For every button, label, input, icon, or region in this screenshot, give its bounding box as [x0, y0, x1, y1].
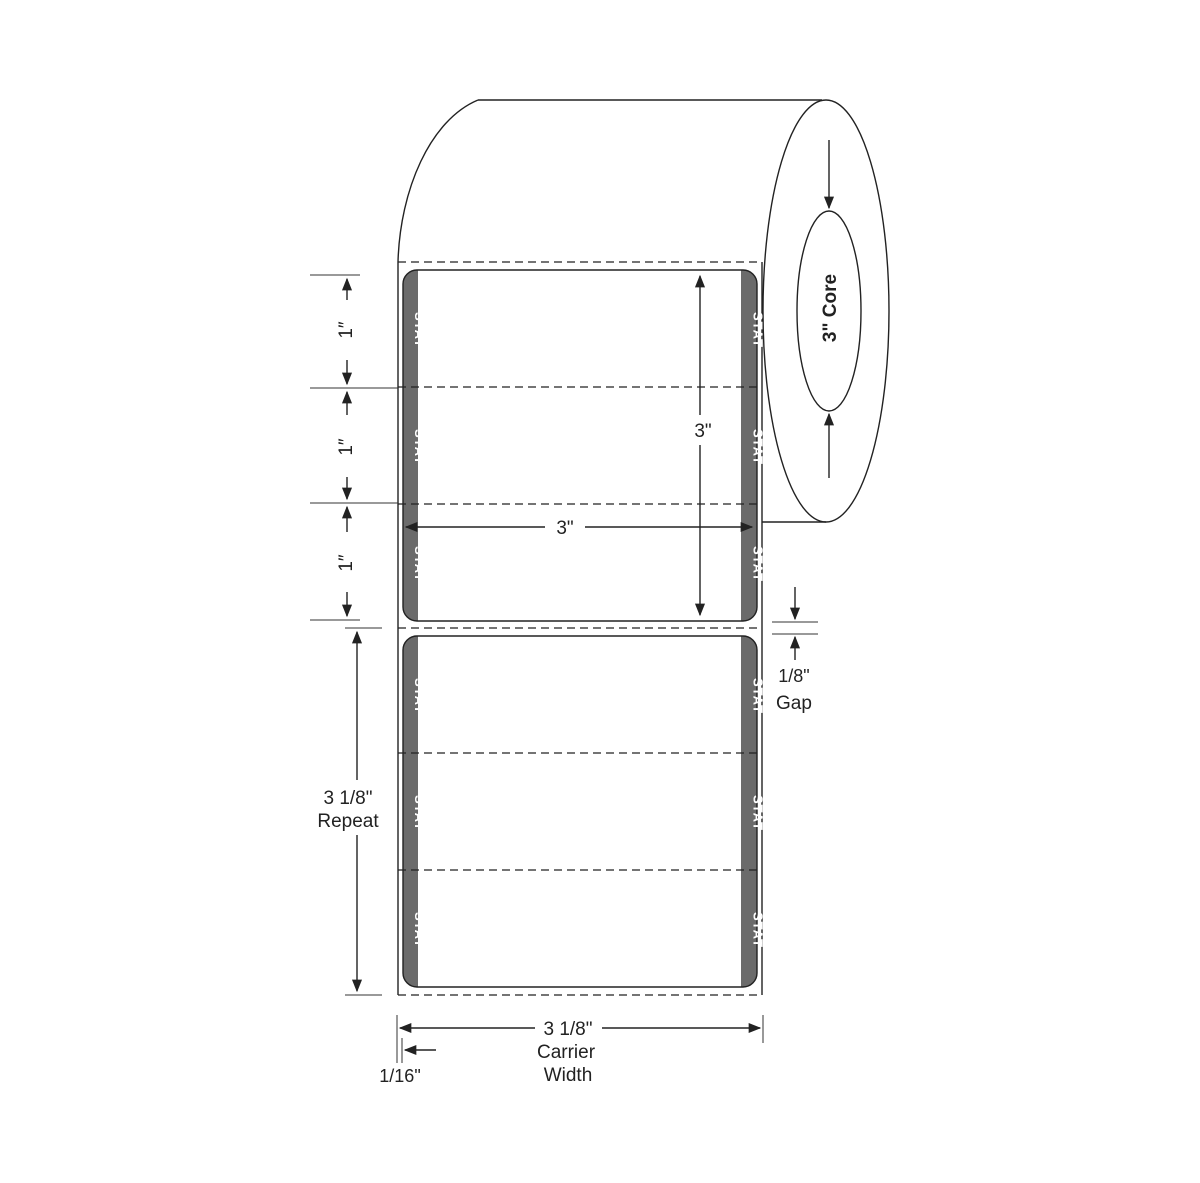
carrier-label-2: Width [544, 1065, 593, 1086]
stripe-text: STAT [412, 429, 427, 465]
gap-label: Gap [776, 693, 812, 714]
stripe-text: STAT [412, 312, 427, 348]
label-size-dimensions: 3" 3" [404, 274, 754, 617]
core-label: 3" Core [820, 274, 841, 342]
stripe-text: STAT [751, 546, 766, 582]
left-stripe [403, 270, 418, 621]
carrier-label-1: Carrier [537, 1042, 596, 1063]
stripe-text: STAT [412, 795, 427, 831]
carrier-value: 3 1/8" [543, 1019, 592, 1040]
label-2: STAT STAT STAT STAT STAT STAT [398, 635, 766, 988]
stripe-text: STAT [751, 312, 766, 348]
left-dimensions: 1″ 1″ 1″ [310, 274, 398, 621]
height-mark-1: 1″ [336, 321, 357, 339]
stripe-text: STAT [412, 546, 427, 582]
label-width: 3" [556, 518, 573, 539]
roll-left-curve [397, 99, 479, 263]
left-stripe [403, 636, 418, 987]
roll-end [762, 99, 890, 523]
stripe-text: STAT [751, 429, 766, 465]
gap-dimension: 1/8" Gap [772, 587, 818, 714]
carrier-width-dimension: 3 1/8" Carrier Width 1/16" [379, 1015, 764, 1086]
label-height: 3" [694, 421, 711, 442]
right-stripe [741, 270, 757, 621]
core [796, 210, 862, 412]
stripe-text: STAT [751, 678, 766, 714]
right-stripe [741, 636, 757, 987]
roll: 3" Core [397, 99, 890, 523]
margin-value: 1/16" [379, 1066, 420, 1086]
repeat-dimension: 3 1/8" Repeat [317, 627, 382, 996]
stripe-text: STAT [751, 912, 766, 948]
height-mark-3: 1″ [336, 554, 357, 572]
gap-value: 1/8" [778, 666, 809, 686]
stripe-text: STAT [412, 678, 427, 714]
height-mark-2: 1″ [336, 438, 357, 456]
repeat-value: 3 1/8" [323, 788, 372, 809]
repeat-label: Repeat [317, 811, 379, 832]
label-1: STAT STAT STAT STAT STAT STAT [398, 269, 766, 622]
stripe-text: STAT [751, 795, 766, 831]
stripe-text: STAT [412, 912, 427, 948]
